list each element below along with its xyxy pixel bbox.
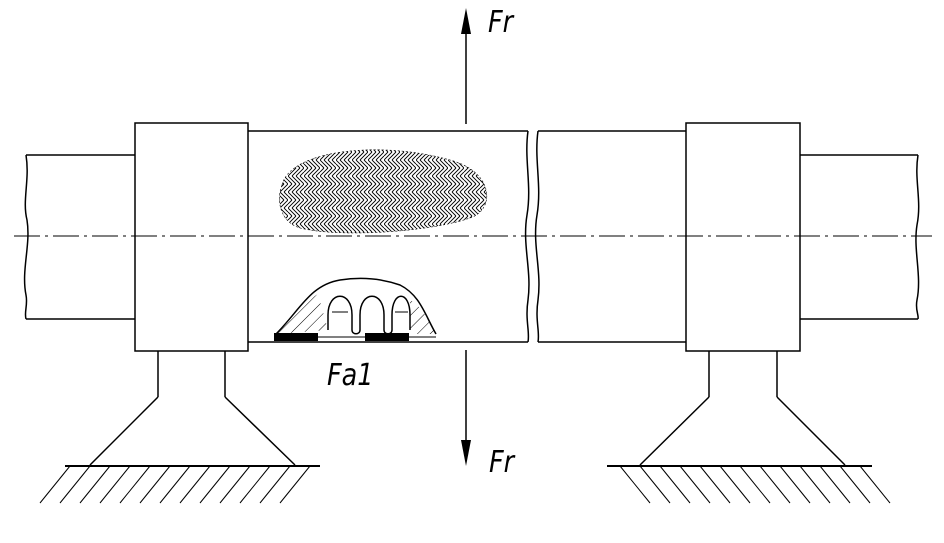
wave-profile-hatching: [276, 294, 436, 334]
force-label-radial-top: Fr: [488, 5, 514, 40]
axial-wave-profile: [275, 277, 437, 335]
left-shaft-end: [23, 154, 135, 320]
surface-damage-region: [279, 149, 488, 234]
shaft-break-lines: [524, 130, 540, 343]
left-ground: [39, 465, 320, 504]
right-support-bracket: [639, 351, 846, 466]
right-ground: [607, 465, 891, 504]
right-shaft-end: [800, 154, 920, 320]
left-support-bracket: [89, 351, 296, 466]
force-label-axial: Fa1: [327, 358, 374, 393]
contact-pads: [274, 333, 436, 341]
radial-force-arrow-down: [461, 350, 471, 466]
left-bearing-housing: [134, 122, 249, 352]
right-bearing-housing: [685, 122, 801, 352]
central-shaft: [248, 130, 686, 343]
radial-force-arrow-up: [461, 8, 471, 124]
force-label-radial-bottom: Fr: [489, 445, 515, 480]
